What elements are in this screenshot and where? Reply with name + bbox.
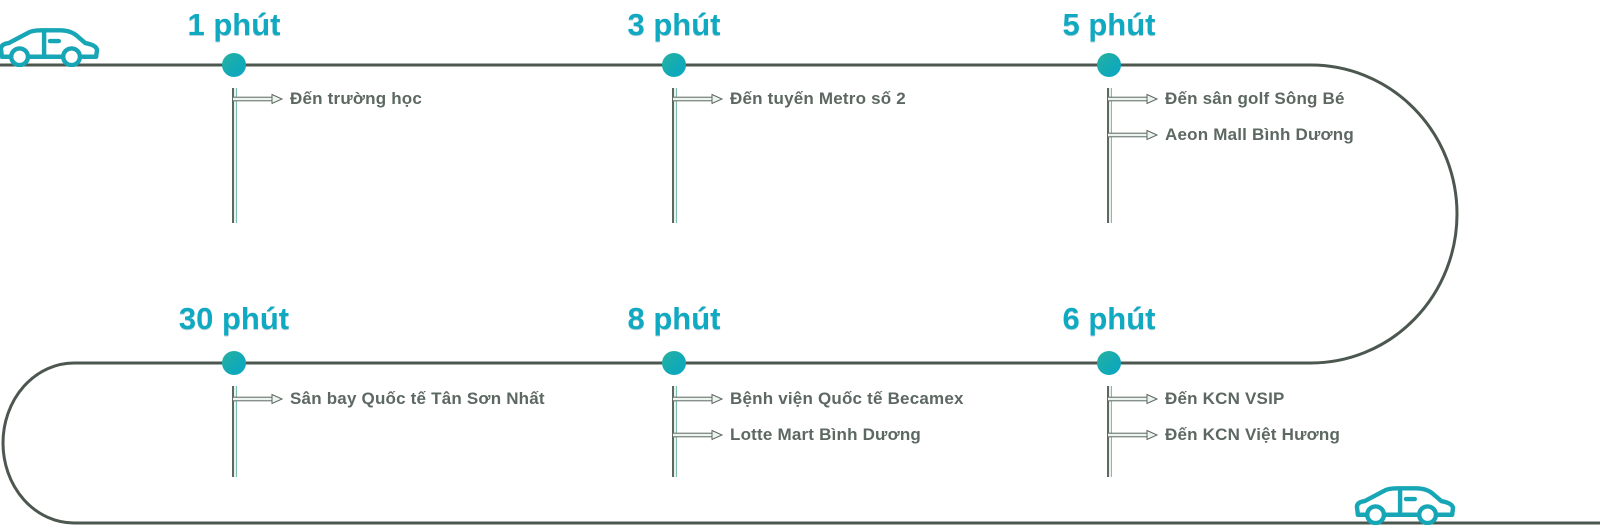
- milestone-stem: [672, 386, 677, 477]
- destination-row: Bệnh viện Quốc tế Becamex: [672, 388, 964, 410]
- milestone-time-label: 3 phút: [627, 7, 721, 42]
- arrow-right-icon: [672, 93, 724, 105]
- destination-label: Đến tuyến Metro số 2: [730, 89, 906, 108]
- milestone-dot: [662, 351, 686, 375]
- milestone-stem: [1107, 386, 1112, 477]
- destination-row: Lotte Mart Bình Dương: [672, 424, 921, 446]
- destination-row: Sân bay Quốc tế Tân Sơn Nhất: [232, 388, 545, 410]
- destination-row: Đến KCN VSIP: [1107, 388, 1285, 410]
- destination-label: Bệnh viện Quốc tế Becamex: [730, 389, 964, 408]
- destination-label: Lotte Mart Bình Dương: [730, 425, 922, 444]
- destination-label: Đến trường học: [290, 89, 423, 108]
- car-icon: [0, 21, 100, 67]
- arrow-right-icon: [1107, 393, 1159, 405]
- car-icon: [1354, 479, 1456, 525]
- destination-row: Đến tuyến Metro số 2: [672, 88, 906, 110]
- destination-label: Đến KCN Việt Hương: [1165, 425, 1341, 444]
- arrow-right-icon: [232, 93, 284, 105]
- milestone-dot: [1097, 351, 1121, 375]
- milestone-dot: [662, 53, 686, 77]
- milestone-dot: [222, 351, 246, 375]
- destination-row: Đến trường học: [232, 88, 422, 110]
- milestone-dot: [222, 53, 246, 77]
- milestone-stem: [232, 386, 237, 477]
- milestone-dot: [1097, 53, 1121, 77]
- destination-label: Đến sân golf Sông Bé: [1165, 89, 1345, 108]
- milestone-time-label: 1 phút: [187, 7, 281, 42]
- milestone-stem: [232, 88, 237, 223]
- arrow-right-icon: [1107, 429, 1159, 441]
- arrow-right-icon: [672, 429, 724, 441]
- arrow-right-icon: [1107, 93, 1159, 105]
- arrow-right-icon: [232, 393, 284, 405]
- destination-row: Đến sân golf Sông Bé: [1107, 88, 1345, 110]
- destination-row: Đến KCN Việt Hương: [1107, 424, 1340, 446]
- milestone-time-label: 5 phút: [1062, 7, 1156, 42]
- destination-label: Đến KCN VSIP: [1165, 389, 1285, 408]
- arrow-right-icon: [1107, 129, 1159, 141]
- destination-label: Aeon Mall Bình Dương: [1165, 125, 1354, 144]
- destination-row: Aeon Mall Bình Dương: [1107, 124, 1354, 146]
- milestone-stem: [1107, 88, 1112, 223]
- destination-label: Sân bay Quốc tế Tân Sơn Nhất: [290, 389, 545, 408]
- arrow-right-icon: [672, 393, 724, 405]
- milestone-stem: [672, 88, 677, 223]
- milestone-time-label: 30 phút: [178, 301, 290, 336]
- milestone-time-label: 6 phút: [1062, 301, 1156, 336]
- milestone-time-label: 8 phút: [627, 301, 721, 336]
